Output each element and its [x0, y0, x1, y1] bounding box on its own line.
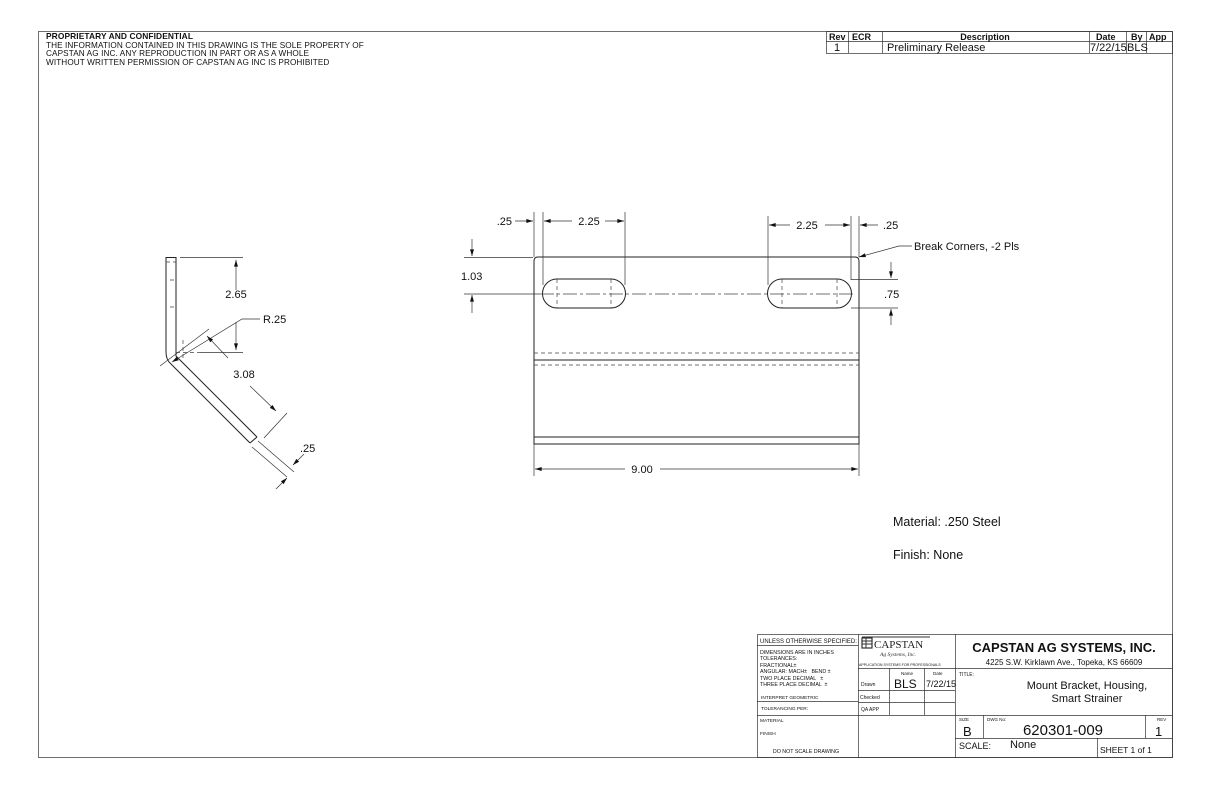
title-label: TITLE: — [959, 672, 974, 678]
dim-side-length: 3.08 — [233, 369, 254, 381]
app-header: App — [1149, 32, 1167, 42]
title-line-1: Mount Bracket, Housing, — [1027, 680, 1147, 692]
description-cell: Preliminary Release — [887, 42, 985, 54]
capstan-logo: CAPSTAN Ag Systems, Inc. APPLICATION SYS… — [859, 636, 941, 667]
dim-side-height: 2.65 — [225, 289, 246, 301]
sheet-number: SHEET 1 of 1 — [1100, 745, 1152, 755]
notice-line: CAPSTAN AG INC. ANY REPRODUCTION IN PART… — [46, 49, 310, 59]
sheet-border — [38, 31, 1173, 758]
spec-line: TOLERANCES: — [760, 656, 797, 662]
geo-line: INTERPRET GEOMETRIC — [761, 695, 819, 701]
date-cell: 7/22/15 — [1090, 42, 1127, 54]
break-corners-note: Break Corners, -2 Pls — [914, 241, 1020, 253]
logo-sub: Ag Systems, Inc. — [879, 652, 916, 658]
notice-line: WITHOUT WRITTEN PERMISSION OF CAPSTAN AG… — [46, 57, 330, 67]
finish-note: Finish: None — [893, 548, 963, 562]
spec-line: THREE PLACE DECIMAL ± — [760, 682, 828, 688]
notice-line: THE INFORMATION CONTAINED IN THIS DRAWIN… — [46, 40, 364, 50]
material-label: MATERIAL — [760, 718, 784, 724]
front-view: .25 2.25 2.25 .25 Break Corners, -2 Pls … — [461, 212, 1020, 476]
spec-line: DIMENSIONS ARE IN INCHES — [760, 650, 834, 656]
spec-line: ANGULAR: MACH± BEND ± — [760, 669, 831, 675]
ecr-header: ECR — [852, 32, 872, 42]
notice-heading: PROPRIETARY AND CONFIDENTIAL — [46, 31, 194, 41]
size-label: SIZE — [959, 717, 969, 722]
dim-slot-width: .75 — [884, 289, 899, 301]
material-note: Material: .250 Steel — [893, 515, 1001, 529]
rev-label: REV — [1157, 717, 1166, 722]
dwg-label: DWG No: — [987, 717, 1006, 722]
dim-radius: R.25 — [263, 314, 286, 326]
description-header: Description — [960, 32, 1010, 42]
dim-left-slot: 2.25 — [578, 216, 599, 228]
right-slot — [767, 278, 852, 309]
drawn-label: Drawn — [861, 682, 876, 688]
dim-right-edge: .25 — [883, 220, 898, 232]
proprietary-notice: PROPRIETARY AND CONFIDENTIAL THE INFORMA… — [46, 32, 364, 67]
logo-name: CAPSTAN — [874, 639, 923, 651]
company-address: 4225 S.W. Kirklawn Ave., Topeka, KS 6660… — [986, 658, 1143, 667]
revision-table: Rev ECR Description Date By App 1 Prelim… — [826, 31, 1173, 54]
company-name: CAPSTAN AG SYSTEMS, INC. — [972, 640, 1155, 655]
do-not-scale: DO NOT SCALE DRAWING — [773, 749, 839, 755]
date-header: Date — [1096, 32, 1116, 42]
title-line-2: Smart Strainer — [1052, 693, 1123, 705]
qa-label: QA APP — [861, 707, 880, 713]
by-cell: BLS — [1127, 42, 1148, 54]
dim-width: 9.00 — [631, 464, 652, 476]
spec-line: TWO PLACE DECIMAL ± — [760, 676, 823, 682]
rev-header: Rev — [829, 32, 846, 42]
drawn-name: BLS — [894, 677, 917, 691]
drawn-date: 7/22/15 — [926, 679, 956, 689]
left-slot — [542, 278, 626, 309]
title-block: UNLESS OTHERWISE SPECIFIED: DIMENSIONS A… — [757, 634, 1173, 758]
logo-tagline: APPLICATION SYSTEMS FOR PROFESSIONALS — [859, 663, 941, 667]
geo-line: TOLERANCING PER: — [761, 706, 808, 712]
dim-right-slot: 2.25 — [796, 220, 817, 232]
dim-left-edge: .25 — [497, 216, 512, 228]
checked-label: Checked — [860, 695, 880, 701]
size-value: B — [963, 724, 972, 739]
spec-line: FRACTIONAL± — [760, 663, 797, 669]
date-header: Date — [933, 671, 943, 676]
rev-value: 1 — [1155, 724, 1162, 739]
rev-cell: 1 — [834, 42, 840, 54]
scale-value: None — [1010, 739, 1036, 751]
dim-slot-position: 1.03 — [461, 271, 482, 283]
by-header: By — [1131, 32, 1143, 42]
drawing-number: 620301-009 — [1023, 722, 1103, 739]
scale-label: SCALE: — [959, 741, 991, 751]
side-view: 2.65 R.25 3.08 .25 — [159, 257, 315, 490]
finish-label: FINISH — [760, 731, 776, 737]
spec-header: UNLESS OTHERWISE SPECIFIED: — [760, 639, 857, 645]
dim-side-thickness: .25 — [300, 443, 315, 455]
name-header: Name — [901, 671, 914, 676]
